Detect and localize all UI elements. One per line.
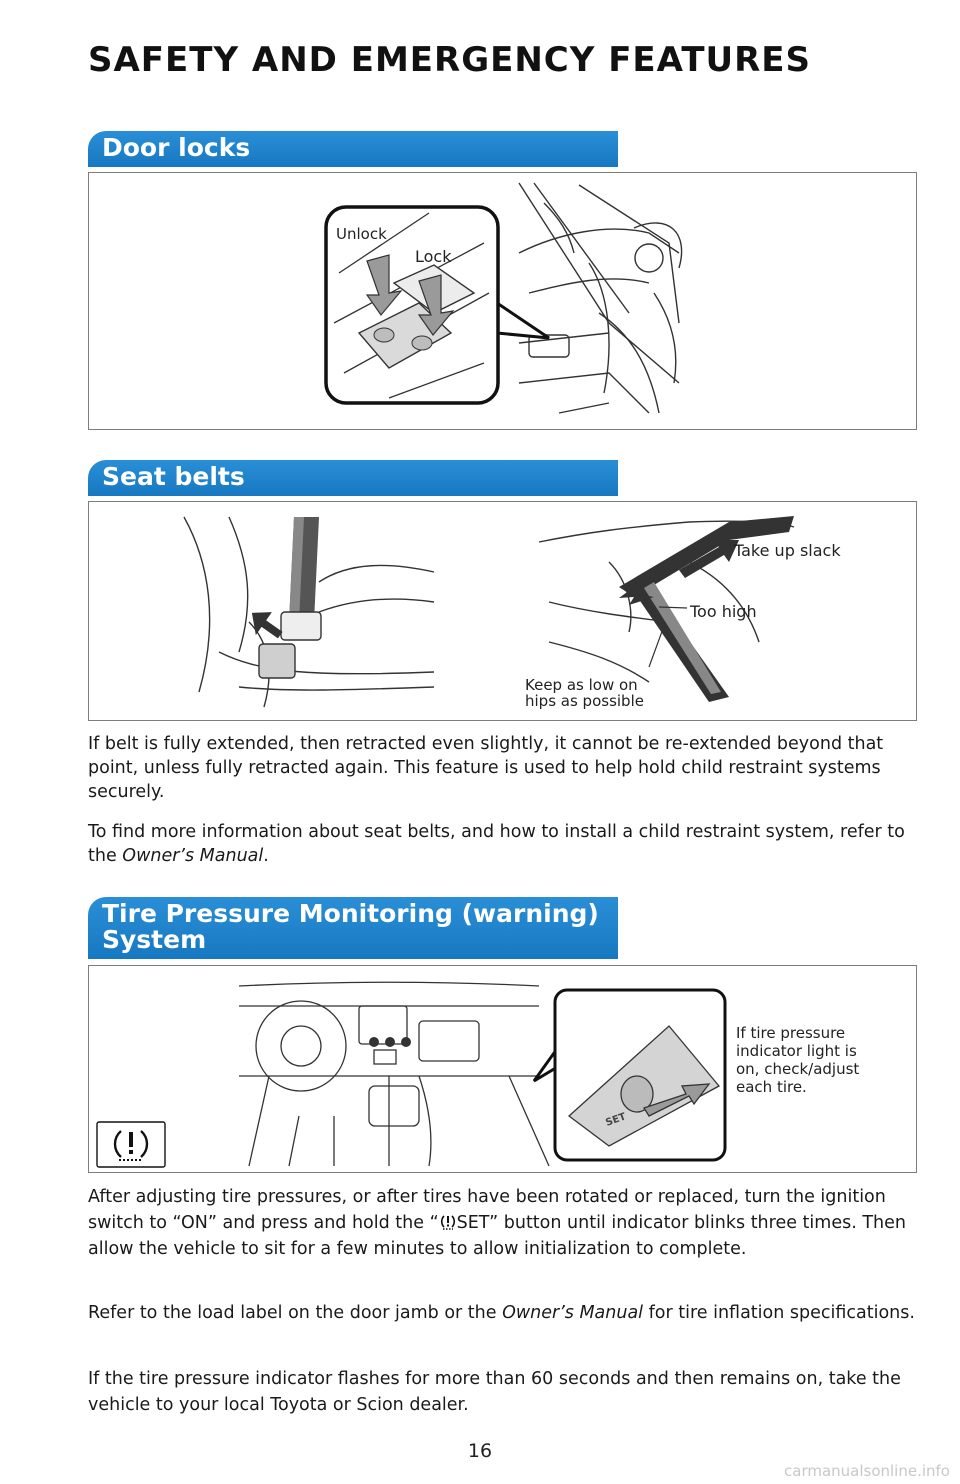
tpms-figure: SET If tire pressure indicator light is … [88, 965, 917, 1173]
page-number: 16 [467, 1440, 493, 1462]
keep-low-label-line1: Keep as low on [525, 676, 638, 694]
seat-belt-paragraph-2-end: . [263, 846, 269, 866]
tpms-heading: Tire Pressure Monitoring (warning) Syste… [88, 897, 618, 959]
owners-manual-reference: Owner’s Manual [122, 846, 264, 866]
tpms-paragraph-3: If the tire pressure indicator flashes f… [88, 1369, 901, 1415]
unlock-label: Unlock [336, 225, 387, 243]
tpms-warning-icon [113, 1130, 149, 1161]
tpms-note-line3: on, check/adjust [736, 1060, 860, 1078]
tpms-paragraph-2-text: Refer to the load label on the door jamb… [88, 1303, 503, 1323]
tpms-paragraph-2-end: for tire inflation specifications. [643, 1303, 915, 1323]
page-title: SAFETY AND EMERGENCY FEATURES [88, 40, 812, 80]
tpms-paragraph-1: After adjusting tire pressures, or after… [88, 1184, 918, 1262]
tpms-note-line2: indicator light is [736, 1042, 857, 1060]
seat-belt-paragraph-1: If belt is fully extended, then retracte… [88, 734, 884, 802]
seat-belt-illustration [183, 516, 795, 708]
watermark: carmanualsonline.info [784, 1462, 950, 1480]
tpms-paragraph-1-text: After adjusting tire pressures, or after… [88, 1187, 886, 1233]
seat-belts-heading: Seat belts [88, 460, 618, 496]
tpms-note-line1: If tire pressure [736, 1024, 846, 1042]
seat-belts-heading-text: Seat belts [102, 462, 245, 491]
tpms-paragraph-2: Refer to the load label on the door jamb… [88, 1300, 918, 1326]
lock-label: Lock [415, 247, 452, 266]
door-lock-illustration [324, 182, 683, 414]
too-high-label: Too high [690, 602, 757, 621]
door-locks-heading: Door locks [88, 131, 618, 167]
tpms-inline-icon [440, 1215, 455, 1230]
tpms-paragraph-1-end: SET” button until indicator blinks three… [88, 1213, 906, 1259]
door-locks-heading-text: Door locks [102, 133, 251, 162]
door-locks-figure: Unlock Lock [88, 172, 917, 430]
keep-low-label-line2: hips as possible [525, 692, 644, 710]
tpms-heading-line2: System [102, 925, 207, 954]
tpms-note: If tire pressure indicator light is on, … [736, 1024, 859, 1096]
dashboard-illustration: SET [96, 981, 727, 1168]
tpms-heading-line1: Tire Pressure Monitoring (warning) [102, 899, 599, 928]
tpms-note-line4: each tire. [736, 1078, 807, 1096]
owners-manual-reference-2: Owner’s Manual [502, 1303, 644, 1323]
take-up-slack-label: Take up slack [734, 541, 841, 560]
seat-belt-paragraph-2: To find more information about seat belt… [88, 820, 918, 868]
keep-low-label: Keep as low on hips as possible [525, 677, 644, 709]
seat-belts-figure: Take up slack Too high Keep as low on hi… [88, 501, 917, 721]
seat-belt-paragraph-2-text: To find more information about seat belt… [88, 822, 905, 866]
